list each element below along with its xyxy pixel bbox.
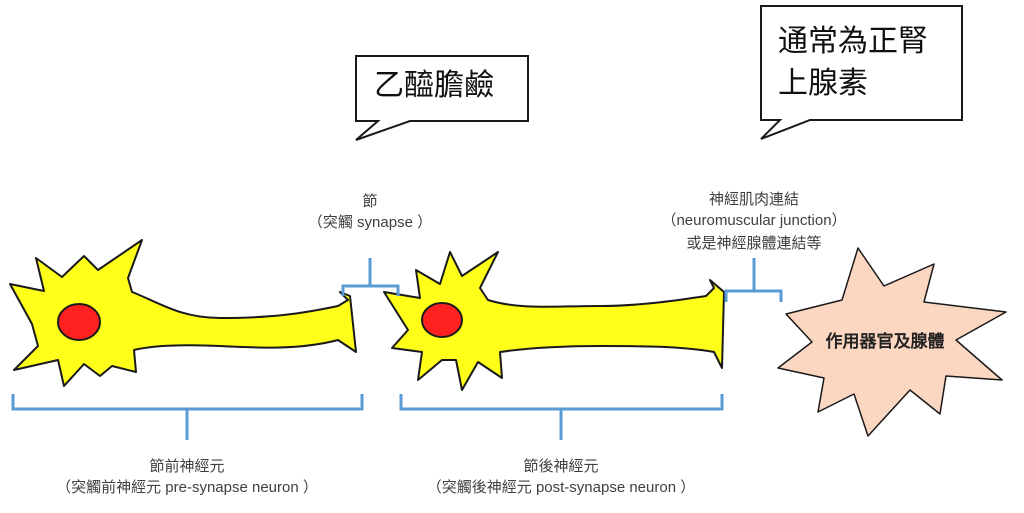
pre-neuron-label-line2: （突觸前神經元 pre-synapse neuron ）: [56, 479, 318, 496]
pre-neuron-nucleus: [57, 303, 101, 341]
post-neuron-label-line2: （突觸後神經元 post-synapse neuron ）: [426, 479, 696, 496]
target-organ-label: 作用器官及腺體: [825, 332, 945, 352]
junction-label-line2: （neuromuscular junction）: [661, 212, 847, 229]
junction-label-line3: 或是神經腺體連結等: [686, 234, 822, 252]
norepinephrine-text-line1: 通常為正腎: [778, 24, 928, 59]
pre-neuron-label: 節前神經元 （突觸前神經元 pre-synapse neuron ）: [22, 455, 352, 499]
acetylcholine-text: 乙醯膽鹼: [374, 68, 494, 103]
pre-neuron-label-line1: 節前神經元: [149, 457, 225, 475]
post-neuron-nucleus: [421, 302, 463, 338]
pre-synapse-neuron: [9, 239, 357, 387]
post-neuron-body: [383, 251, 725, 391]
norepinephrine-bubble: [760, 5, 963, 140]
pre-neuron-body: [9, 239, 357, 387]
acetylcholine-bubble: [355, 55, 529, 141]
post-neuron-label-line1: 節後神經元: [523, 457, 599, 475]
post-synapse-neuron: [383, 251, 725, 391]
post-neuron-label: 節後神經元 （突觸後神經元 post-synapse neuron ）: [391, 455, 731, 499]
post-neuron-bracket: [399, 394, 724, 440]
pre-neuron-bracket: [11, 394, 364, 440]
synapse-label: 節 （突觸 synapse ）: [270, 190, 470, 234]
target-organ-shape: [777, 247, 1007, 437]
synapse-bracket: [341, 258, 400, 296]
synapse-label-line1: 節: [362, 192, 378, 210]
junction-label-line1: 神經肌肉連結: [708, 190, 799, 208]
junction-bracket: [724, 258, 783, 302]
synapse-label-line2: （突觸 synapse ）: [307, 214, 433, 231]
junction-label: 神經肌肉連結 （neuromuscular junction） 或是神經腺體連結…: [634, 188, 874, 254]
norepinephrine-text-line2: 上腺素: [778, 66, 868, 101]
